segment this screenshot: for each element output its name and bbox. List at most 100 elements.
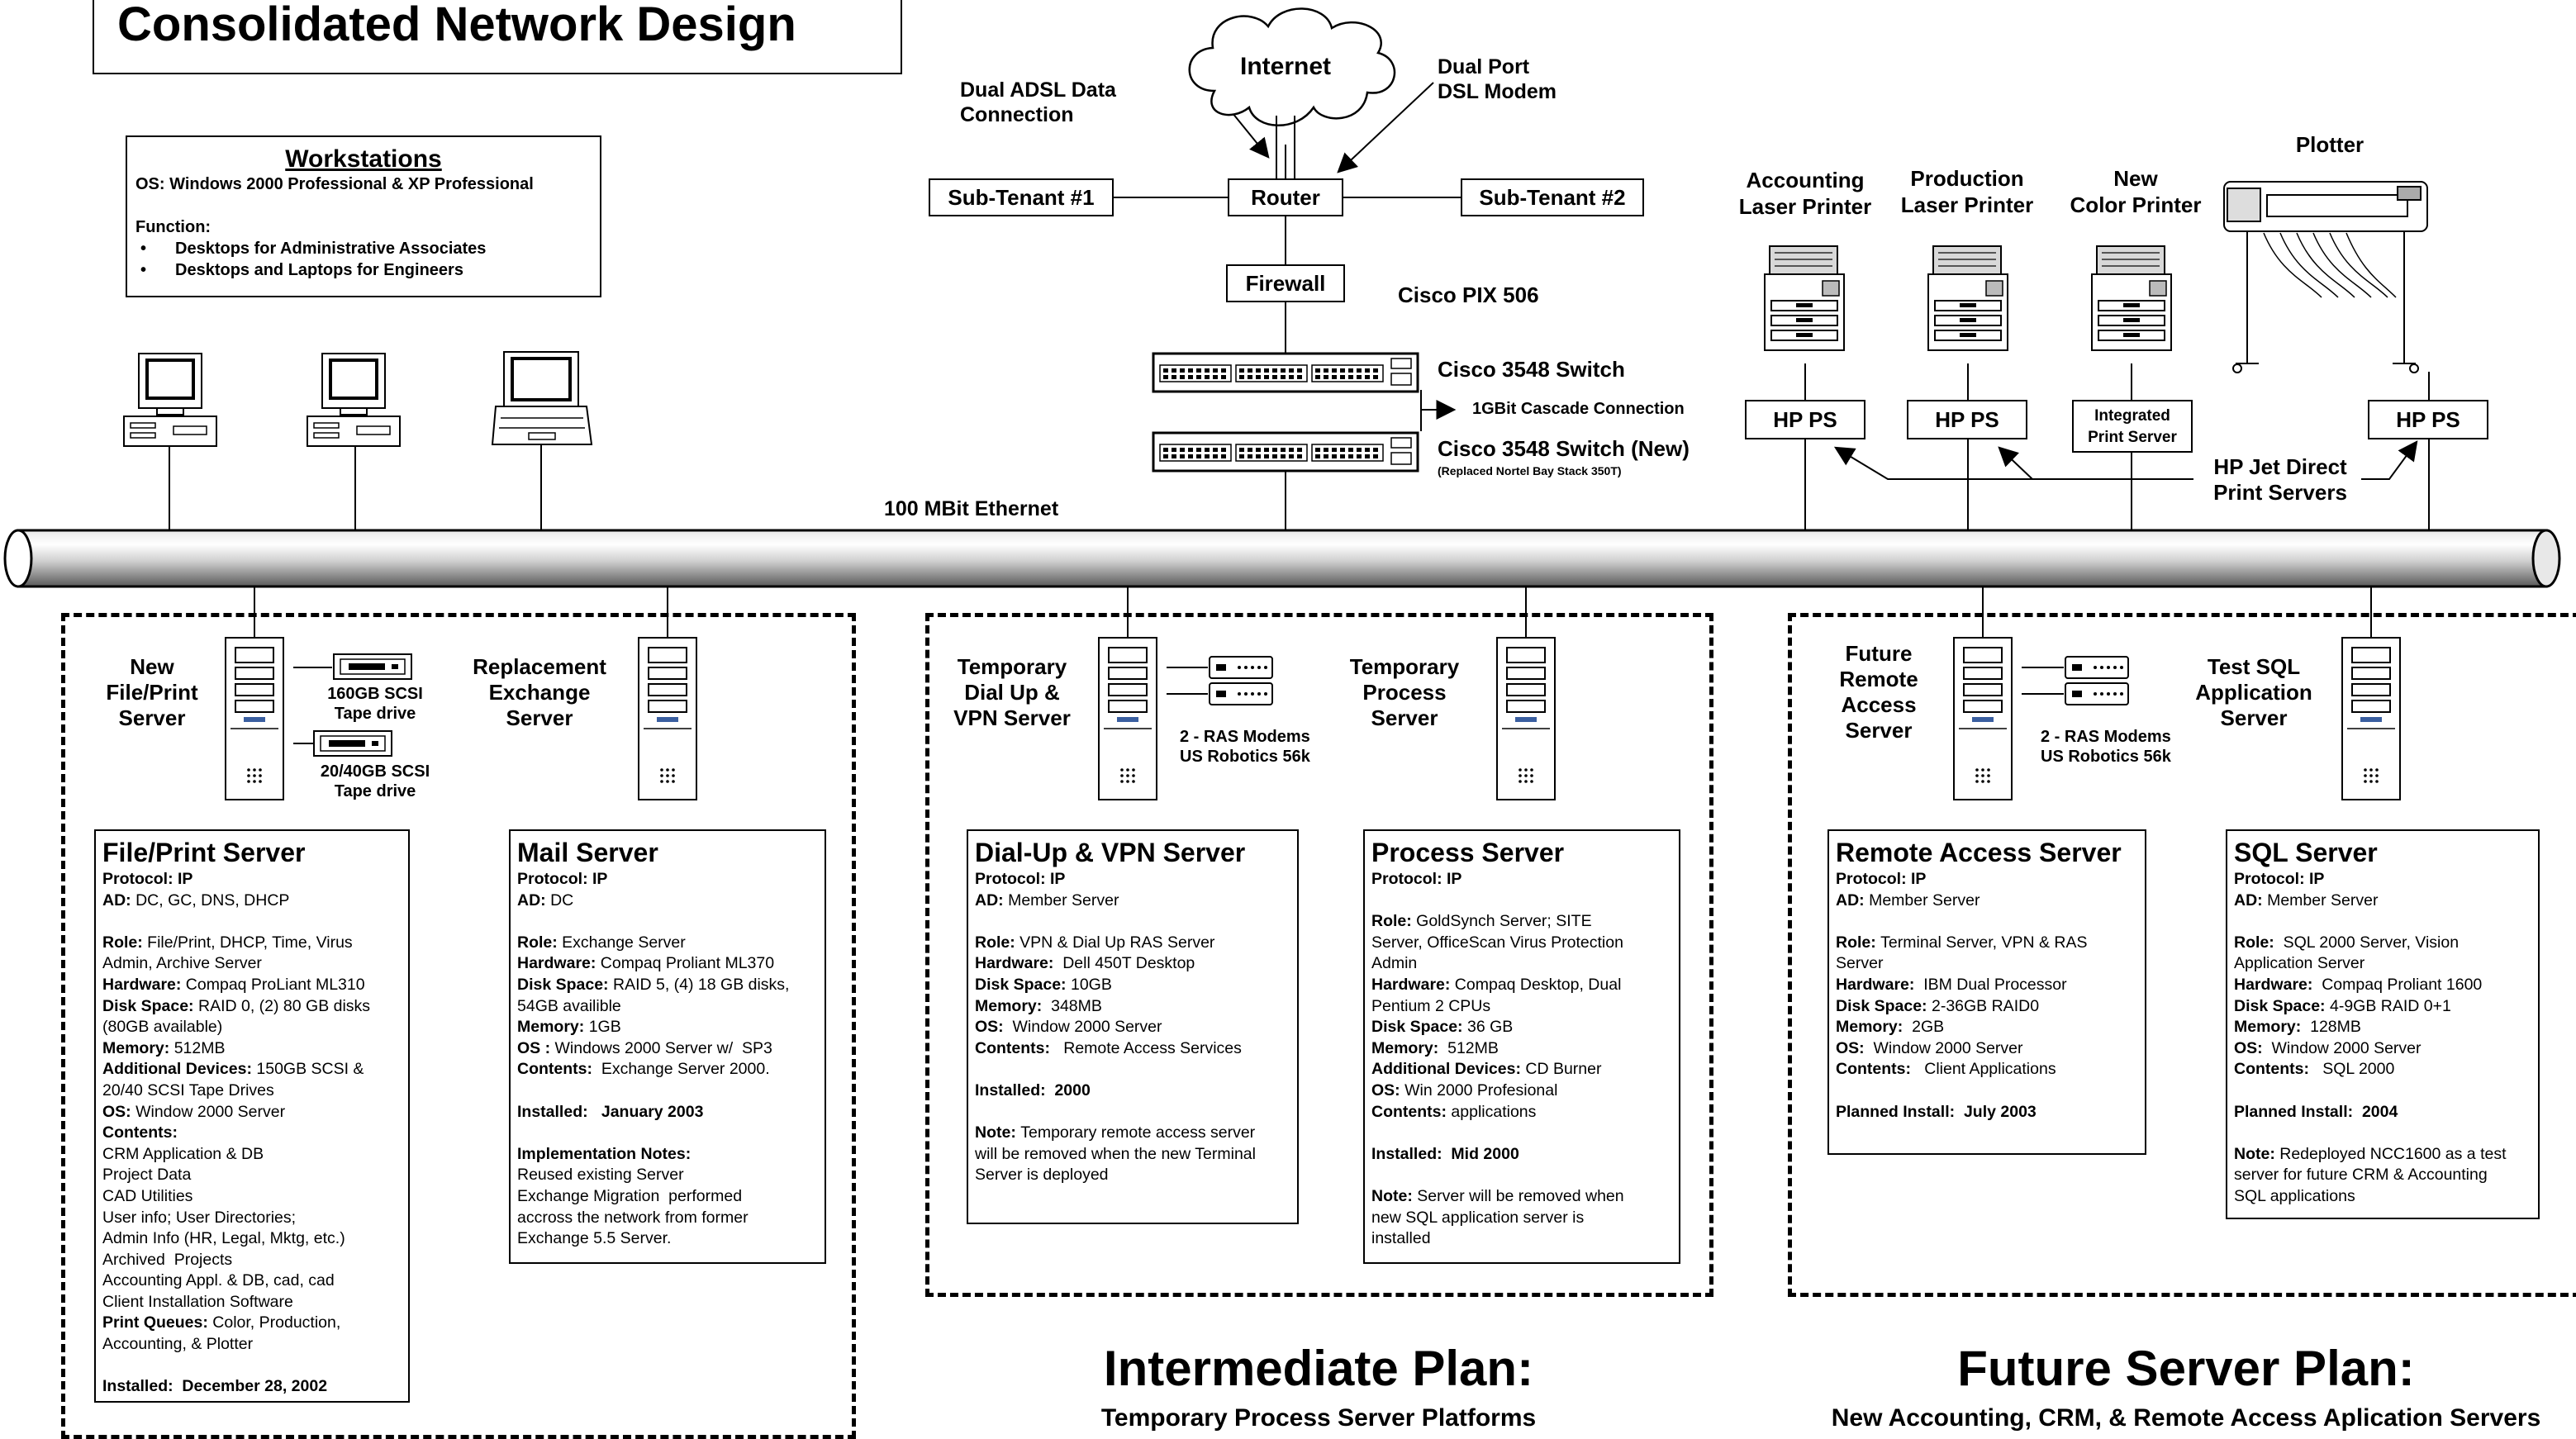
card-field-label: AD: [2234, 890, 2268, 909]
plotter-label: Plotter [2295, 132, 2365, 157]
adsl-note: Dual ADSL Data Connection [960, 78, 1116, 127]
card-line: will be removed when the new Terminal [975, 1144, 1290, 1166]
card-line: Print Queues: Color, Production, [102, 1313, 402, 1334]
card-field-value: File/Print, DHCP, Time, Virus [147, 933, 353, 952]
card-field-value: Server will be removed when [1417, 1186, 1624, 1205]
card-field-value: Temporary remote access server [1020, 1123, 1256, 1142]
card-line: server for future CRM & Accounting [2234, 1165, 2531, 1186]
card-field-label: Contents: [975, 1038, 1055, 1057]
card-field-label: Memory: [517, 1018, 589, 1037]
card-field-label: Planned Install: July 2003 [1836, 1102, 2037, 1121]
card-line: Memory: 1GB [517, 1017, 818, 1038]
jetdirect-line: HP Jet Direct [2213, 454, 2347, 479]
card-field-label: Disk Space: [975, 975, 1071, 994]
card-line: Reused existing Server [517, 1165, 818, 1186]
modem-label-line: US Robotics 56k [2041, 748, 2171, 766]
card-line: Protocol: IP [102, 869, 402, 890]
card-field-label: Contents: [1836, 1060, 1916, 1079]
card-field-label: Additional Devices: [102, 1060, 257, 1079]
card-field-label: Hardware: [1371, 975, 1455, 994]
card-field-value: Compaq Desktop, Dual [1454, 975, 1622, 994]
card-line: Memory: 512MB [102, 1038, 402, 1060]
card-line: Installed: 2000 [975, 1080, 1290, 1102]
server-label-line: Server [1845, 718, 1913, 743]
integrated-line: Print Server [2088, 429, 2177, 446]
card-field-label: Disk Space: [517, 975, 613, 994]
card-line: OS : Windows 2000 Server w/ SP3 [517, 1038, 818, 1060]
card-field-label: OS: [1371, 1080, 1405, 1099]
production-printer [1927, 245, 2008, 351]
card-field-value: 20/40 SCSI Tape Drives [102, 1080, 274, 1099]
card-line: Contents: Remote Access Services [975, 1038, 1290, 1060]
card-field-value: accross the network from former [517, 1208, 749, 1227]
card-field-value: Member Server [1869, 890, 1980, 909]
card-field-value: 512MB [1442, 1038, 1499, 1057]
card-field-value: Accounting Appl. & DB, cad, cad [102, 1271, 335, 1290]
switch-1-device [1152, 352, 1419, 393]
card-line: Disk Space: 36 GB [1371, 1017, 1672, 1038]
card-line: Note: Redeployed NCC1600 as a test [2234, 1144, 2531, 1166]
internet-cloud [1188, 7, 1396, 126]
modem-label-line: US Robotics 56k [1180, 748, 1310, 766]
card-field-label: Hardware: [1836, 975, 1919, 994]
card-line: SQL applications [2234, 1186, 2531, 1208]
card-field-value: Dell 450T Desktop [1057, 954, 1195, 973]
card-spacer [102, 1356, 402, 1377]
jetdirect-label: HP Jet Direct Print Servers [2198, 454, 2363, 506]
workstation-desktop-2 [306, 352, 402, 448]
server-label-line: Temporary [1349, 654, 1460, 679]
tape-label-line: Tape drive [334, 782, 416, 800]
card-field-value: 2GB [1907, 1018, 1945, 1037]
card-field-label: OS: [1836, 1038, 1870, 1057]
card-field-label: Role: [2234, 933, 2279, 952]
intermediate-plan-region [925, 613, 1713, 1297]
workstations-function-label: Function: [135, 218, 211, 236]
card-field-value: CD Burner [1525, 1060, 1602, 1079]
card-line: Installed: January 2003 [517, 1102, 818, 1123]
printer-label-line: Color Printer [2070, 192, 2202, 217]
server-label-line: Dial Up & [964, 680, 1060, 705]
printer-label-line: Production [1910, 166, 2024, 191]
card-line: Server is deployed [975, 1165, 1290, 1186]
card-line: new SQL application server is [1371, 1208, 1672, 1229]
card-spacer [2234, 1123, 2531, 1144]
card-field-value: Server [1836, 954, 1884, 973]
title-box: Consolidated Network Design [93, 0, 902, 74]
color-printer [2091, 245, 2172, 351]
card-line: Exchange Migration performed [517, 1186, 818, 1208]
tape-label-line: Tape drive [334, 705, 416, 723]
card-field-value: Accounting, & Plotter [102, 1335, 254, 1354]
card-field-value: 128MB [2305, 1018, 2361, 1037]
card-spacer [1371, 890, 1672, 912]
card-line: AD: Member Server [2234, 890, 2531, 912]
card-field-value: 4-9GB RAID 0+1 [2329, 996, 2451, 1015]
card-field-value: CAD Utilities [102, 1186, 193, 1205]
card-field-value: Admin [1371, 954, 1418, 973]
card-spacer [975, 1102, 1290, 1123]
card-field-value: RAID 5, (4) 18 GB disks, [612, 975, 790, 994]
card-line: OS: Window 2000 Server [1836, 1038, 2138, 1060]
plotter-device [2223, 181, 2428, 373]
color-printer-label: New Color Printer [2049, 165, 2222, 218]
card-title: Mail Server [517, 838, 658, 867]
card-field-value: Exchange Server [562, 933, 686, 952]
card-spacer [975, 911, 1290, 933]
card-field-value: new SQL application server is [1371, 1208, 1585, 1227]
card-field-value: SQL 2000 Server, Vision [2279, 933, 2460, 952]
card-field-value: Archived Projects [102, 1250, 233, 1269]
card-field-label: Role: [975, 933, 1020, 952]
card-line: Role: VPN & Dial Up RAS Server [975, 933, 1290, 954]
card-line: Protocol: IP [975, 869, 1290, 890]
card-line: Memory: 128MB [2234, 1017, 2531, 1038]
card-line: Protocol: IP [517, 869, 818, 890]
card-line: Role: GoldSynch Server; SITE [1371, 911, 1672, 933]
sub-tenant-2-box: Sub-Tenant #2 [1461, 178, 1644, 216]
card-field-value: CRM Application & DB [102, 1144, 264, 1163]
card-field-value: Server is deployed [975, 1166, 1109, 1185]
printer-label-line: Laser Printer [1900, 192, 2034, 217]
card-field-label: Role: [102, 933, 148, 952]
fileprint-server-label: New File/Print Server [86, 654, 218, 731]
